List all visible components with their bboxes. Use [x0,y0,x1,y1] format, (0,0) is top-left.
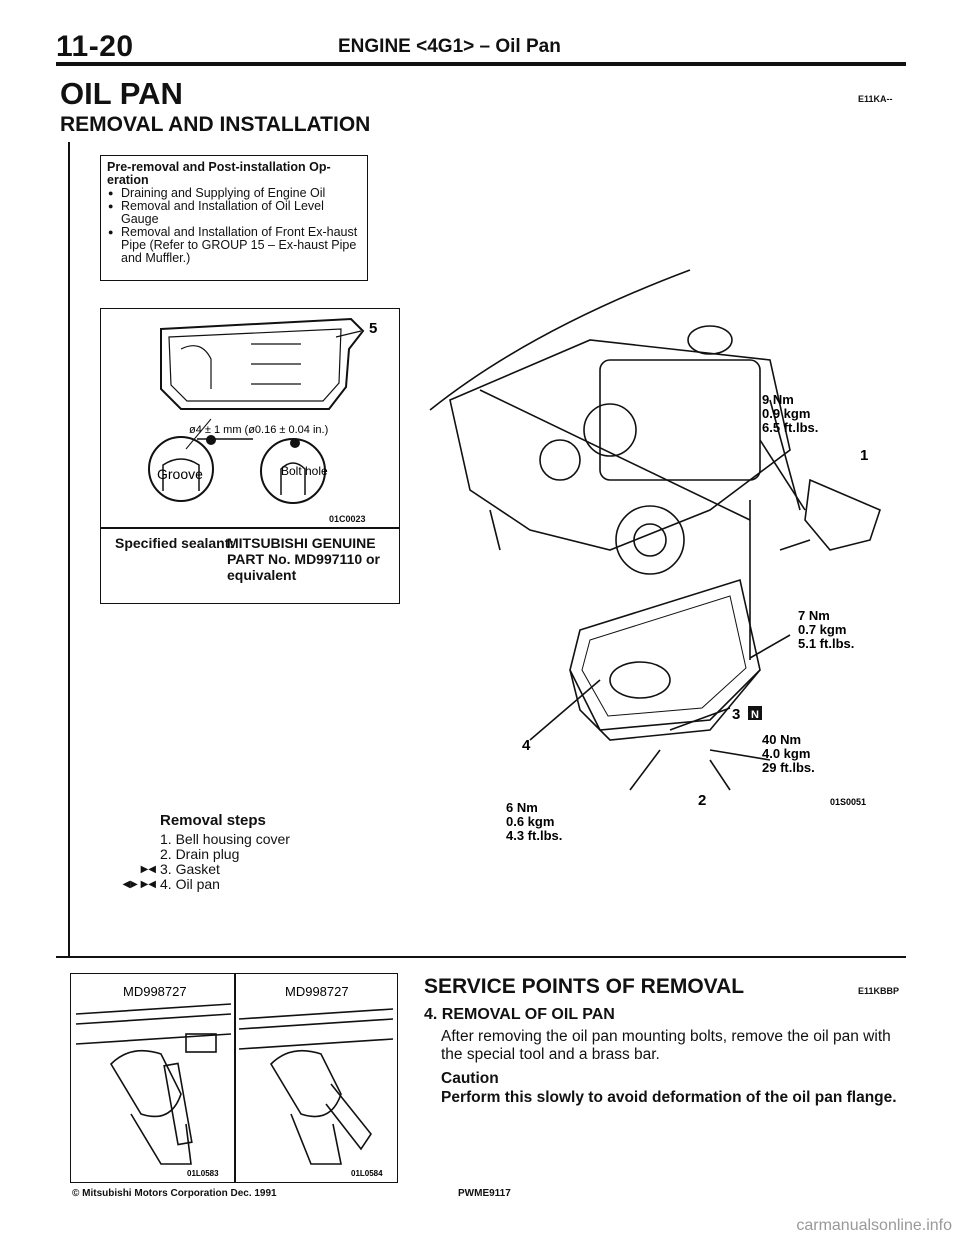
callout-2: 2 [698,792,706,809]
list-item: ▶◀ 3. Gasket [141,861,290,877]
step-marks: ◀▶ ▶◀ [122,879,156,890]
section-title: OIL PAN [60,76,183,111]
torque-3-kgm: 4.0 kgm [762,746,810,761]
left-vertical-rule [68,142,70,957]
torque-2-ftlbs: 5.1 ft.lbs. [798,636,854,651]
tool-illustrations: MD998727 MD998727 01L0583 01L0584 [75,984,394,1178]
callout-1: 1 [860,447,868,464]
list-item: 1. Bell housing cover [160,832,290,847]
list-item: Removal and Installation of Front Ex-hau… [108,226,361,265]
torque-4-ftlbs: 4.3 ft.lbs. [506,828,562,843]
bolt-hole-label: Bolt hole [281,464,328,478]
step-text: 3. Gasket [160,861,220,877]
pre-removal-title: Pre-removal and Post-installation Op-era… [107,160,331,187]
sealant-divider [101,527,399,529]
torque-3-nm: 40 Nm [762,732,801,747]
list-item: Draining and Supplying of Engine Oil [108,187,361,201]
pre-removal-box: Pre-removal and Post-installation Op-era… [100,155,368,281]
step-marks: ▶◀ [140,864,156,875]
service-code: E11KBBP [858,986,900,996]
caution-text: Perform this slowly to avoid deformation… [441,1089,897,1106]
sealant-value: MITSUBISHI GENUINE PART No. MD997110 or … [227,535,381,583]
page-header-title: ENGINE <4G1> – Oil Pan [338,36,561,57]
section-code: E11KA-- [858,94,893,104]
watermark: carmanualsonline.info [796,1217,952,1234]
tool-illustration-box: MD998727 MD998727 01L0583 01L0584 [70,973,398,1183]
service-text: After removing the oil pan mounting bolt… [441,1028,891,1063]
pre-removal-list: Draining and Supplying of Engine Oil Rem… [107,187,361,265]
removal-steps-title: Removal steps [160,812,266,829]
right-figure-code: 01L0584 [351,1169,383,1178]
callout-3: 3 [732,706,740,723]
page-number: 11-20 [56,30,134,63]
exploded-view-diagram: 9 Nm 0.9 kgm 6.5 ft.lbs. 1 7 Nm 0.7 kgm … [429,269,881,843]
caution-title: Caution [441,1070,499,1087]
section-subtitle: REMOVAL AND INSTALLATION [60,113,371,136]
sealant-dimension: ø4 ± 1 mm (ø0.16 ± 0.04 in.) [189,424,328,436]
header-rule [56,62,906,66]
section-divider [56,956,906,958]
callout-4: 4 [522,737,531,754]
step-text: 2. Drain plug [160,846,240,862]
callout-5: 5 [369,320,377,337]
torque-4-kgm: 0.6 kgm [506,814,554,829]
service-step: 4. REMOVAL OF OIL PAN [424,1006,615,1023]
groove-label: Groove [157,466,203,482]
torque-4-nm: 6 Nm [506,800,538,815]
step-text: 4. Oil pan [160,876,220,892]
torque-1-ftlbs: 6.5 ft.lbs. [762,420,818,435]
torque-1-nm: 9 Nm [762,392,794,407]
torque-1-kgm: 0.9 kgm [762,406,810,421]
sealant-diagram: 5 ø4 ± 1 mm (ø0.16 ± 0.04 in.) Groove Bo… [148,317,377,504]
sealant-label: Specified sealant: [115,535,235,551]
footer-copyright: © Mitsubishi Motors Corporation Dec. 199… [72,1188,277,1199]
sealant-box: 5 ø4 ± 1 mm (ø0.16 ± 0.04 in.) Groove Bo… [100,308,400,604]
main-figure-code: 01S0051 [830,797,866,807]
step-text: 1. Bell housing cover [160,831,290,847]
callout-3-badge: N [751,709,759,721]
removal-steps: Removal steps 1. Bell housing cover 2. D… [122,812,290,892]
sealant-figure-code: 01C0023 [329,514,366,524]
list-item: 2. Drain plug [160,847,290,862]
illustration-divider [234,974,236,1182]
list-item: Removal and Installation of Oil Level Ga… [108,200,361,226]
left-figure-code: 01L0583 [187,1169,219,1178]
left-tool-label: MD998727 [123,984,187,999]
torque-3-ftlbs: 29 ft.lbs. [762,760,815,775]
torque-2-nm: 7 Nm [798,608,830,623]
service-title: SERVICE POINTS OF REMOVAL [424,975,745,998]
torque-2-kgm: 0.7 kgm [798,622,846,637]
list-item: ◀▶ ▶◀ 4. Oil pan [122,876,290,892]
right-tool-label: MD998727 [285,984,349,999]
footer-code: PWME9117 [458,1188,511,1199]
